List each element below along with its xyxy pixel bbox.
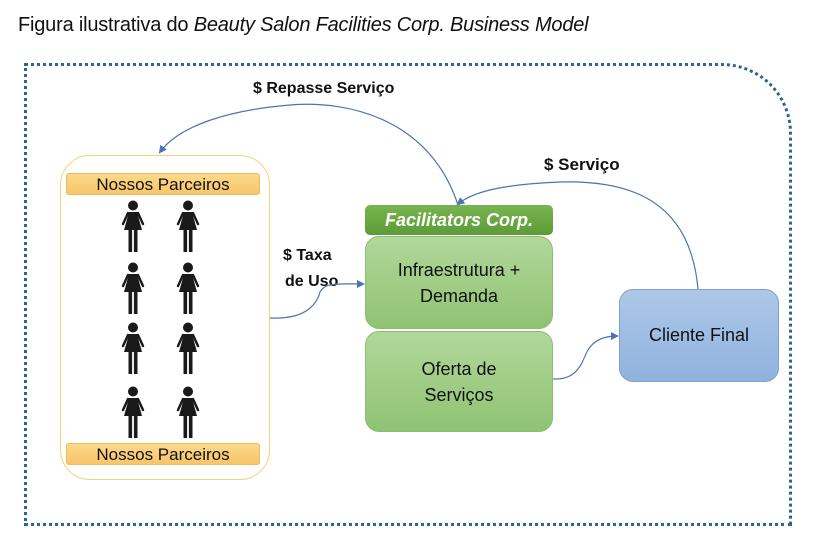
woman-person-icon — [120, 200, 146, 254]
taxa-line-1: $ Taxa — [283, 247, 332, 264]
woman-person-icon — [120, 262, 146, 316]
offer-to-client-arrow — [552, 332, 619, 380]
servico-arrow — [456, 181, 699, 290]
woman-person-icon — [120, 322, 146, 376]
repasse-arrow — [158, 103, 459, 206]
woman-person-icon — [175, 322, 201, 376]
infrastructure-demand-label: Infraestrutura + Demanda — [397, 259, 521, 306]
woman-person-icon — [120, 386, 146, 440]
partners-label-top: Nossos Parceiros — [66, 173, 260, 195]
partners-container — [60, 155, 270, 480]
woman-person-icon — [175, 200, 201, 254]
infrastructure-demand-box: Infraestrutura + Demanda — [365, 236, 553, 329]
final-client-label: Cliente Final — [648, 325, 750, 345]
title-emphasis: Beauty Salon Facilities Corp. Business M… — [193, 14, 589, 36]
final-client-box: Cliente Final — [619, 289, 779, 382]
title-prefix: Figura ilustrativa do — [18, 14, 194, 36]
repasse-servico-label: $ Repasse Serviço — [253, 80, 395, 97]
woman-person-icon — [175, 386, 201, 440]
figure-title: Figura ilustrativa do Beauty Salon Facil… — [18, 14, 589, 37]
taxa-de-uso-label: $ Taxa de Uso — [283, 243, 353, 295]
service-offer-label: Oferta de Serviços — [421, 358, 497, 405]
servico-label: $ Serviço — [544, 155, 620, 174]
service-offer-box: Oferta de Serviços — [365, 331, 553, 432]
ecosystem-frame — [24, 63, 792, 526]
taxa-arrow — [269, 279, 365, 319]
partners-label-bottom: Nossos Parceiros — [66, 443, 260, 465]
woman-person-icon — [175, 262, 201, 316]
facilitators-header: Facilitators Corp. — [365, 205, 553, 235]
taxa-line-2: de Uso — [285, 273, 339, 290]
